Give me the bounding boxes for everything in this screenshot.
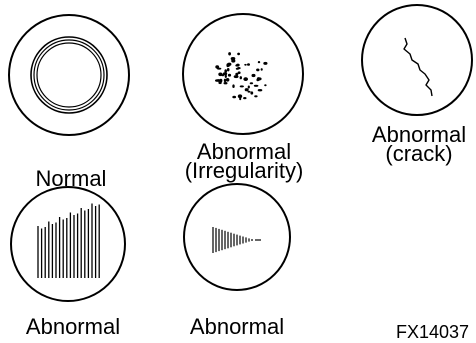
dot xyxy=(256,68,260,72)
vertical-stripes-icon xyxy=(37,203,100,278)
panel-circle xyxy=(10,186,126,302)
caption-tapered: Abnormal xyxy=(187,314,287,339)
caption-line: Abnormal xyxy=(371,122,467,147)
dot xyxy=(247,90,251,93)
panel-circle xyxy=(8,14,130,136)
dot xyxy=(251,73,256,78)
crack-line-icon xyxy=(403,37,433,97)
dot xyxy=(250,91,254,95)
dot xyxy=(225,78,230,82)
panel-stripes xyxy=(10,186,126,302)
panel-circle xyxy=(182,13,304,135)
dot xyxy=(226,63,229,68)
dot xyxy=(224,69,227,73)
dot xyxy=(263,61,268,65)
panel-circle xyxy=(183,183,291,291)
dot xyxy=(260,68,263,71)
dot xyxy=(256,77,261,81)
dot xyxy=(223,78,227,83)
dot xyxy=(215,65,220,69)
dot xyxy=(232,95,237,99)
caption-normal: Normal xyxy=(21,166,121,191)
dot xyxy=(237,52,241,56)
caption-line: (Irregularity) xyxy=(184,158,304,183)
caption-stripes: Abnormal xyxy=(23,314,123,339)
caption-line: (crack) xyxy=(385,141,453,166)
dot xyxy=(247,63,250,66)
caption-line: Abnormal xyxy=(196,139,292,164)
dot xyxy=(254,95,258,98)
dot xyxy=(244,63,247,66)
dot xyxy=(222,72,228,76)
dot xyxy=(237,94,243,99)
dot xyxy=(264,84,267,87)
dot xyxy=(249,82,254,85)
dot xyxy=(219,78,223,83)
panel-irregularity xyxy=(182,13,304,135)
panel-normal xyxy=(8,14,130,136)
caption-line: Normal xyxy=(35,166,107,191)
dot xyxy=(231,59,236,63)
dot xyxy=(239,97,242,101)
dot xyxy=(257,89,263,92)
dot xyxy=(235,64,240,67)
dot xyxy=(244,77,247,80)
dot xyxy=(239,85,244,88)
dot xyxy=(257,61,261,64)
dot xyxy=(232,84,235,88)
dot xyxy=(235,67,239,70)
caption-irregularity: Abnormal (Irregularity) xyxy=(176,139,312,183)
dot xyxy=(227,73,232,77)
panel-crack xyxy=(361,4,473,116)
dot xyxy=(215,79,220,82)
caption-line: Abnormal xyxy=(25,314,121,339)
dot xyxy=(218,72,223,77)
panel-tapered xyxy=(183,183,291,291)
dot xyxy=(239,76,242,80)
scattered-dots-icon xyxy=(215,52,268,101)
dot xyxy=(235,72,239,76)
dot xyxy=(233,75,239,79)
caption-crack: Abnormal (crack) xyxy=(364,122,474,166)
dot xyxy=(243,97,247,100)
tapered-stripes-icon xyxy=(212,227,261,253)
panel-circle xyxy=(361,4,473,116)
dot xyxy=(224,74,227,79)
dot xyxy=(244,88,249,92)
dot xyxy=(228,52,232,56)
dot xyxy=(247,85,250,89)
dot xyxy=(253,84,259,87)
dot xyxy=(226,68,230,72)
caption-line: Abnormal xyxy=(189,314,285,339)
figure-id: FX14037 xyxy=(396,322,470,342)
dot xyxy=(237,71,241,74)
concentric-rings-icon xyxy=(30,36,108,114)
dot xyxy=(223,82,228,85)
